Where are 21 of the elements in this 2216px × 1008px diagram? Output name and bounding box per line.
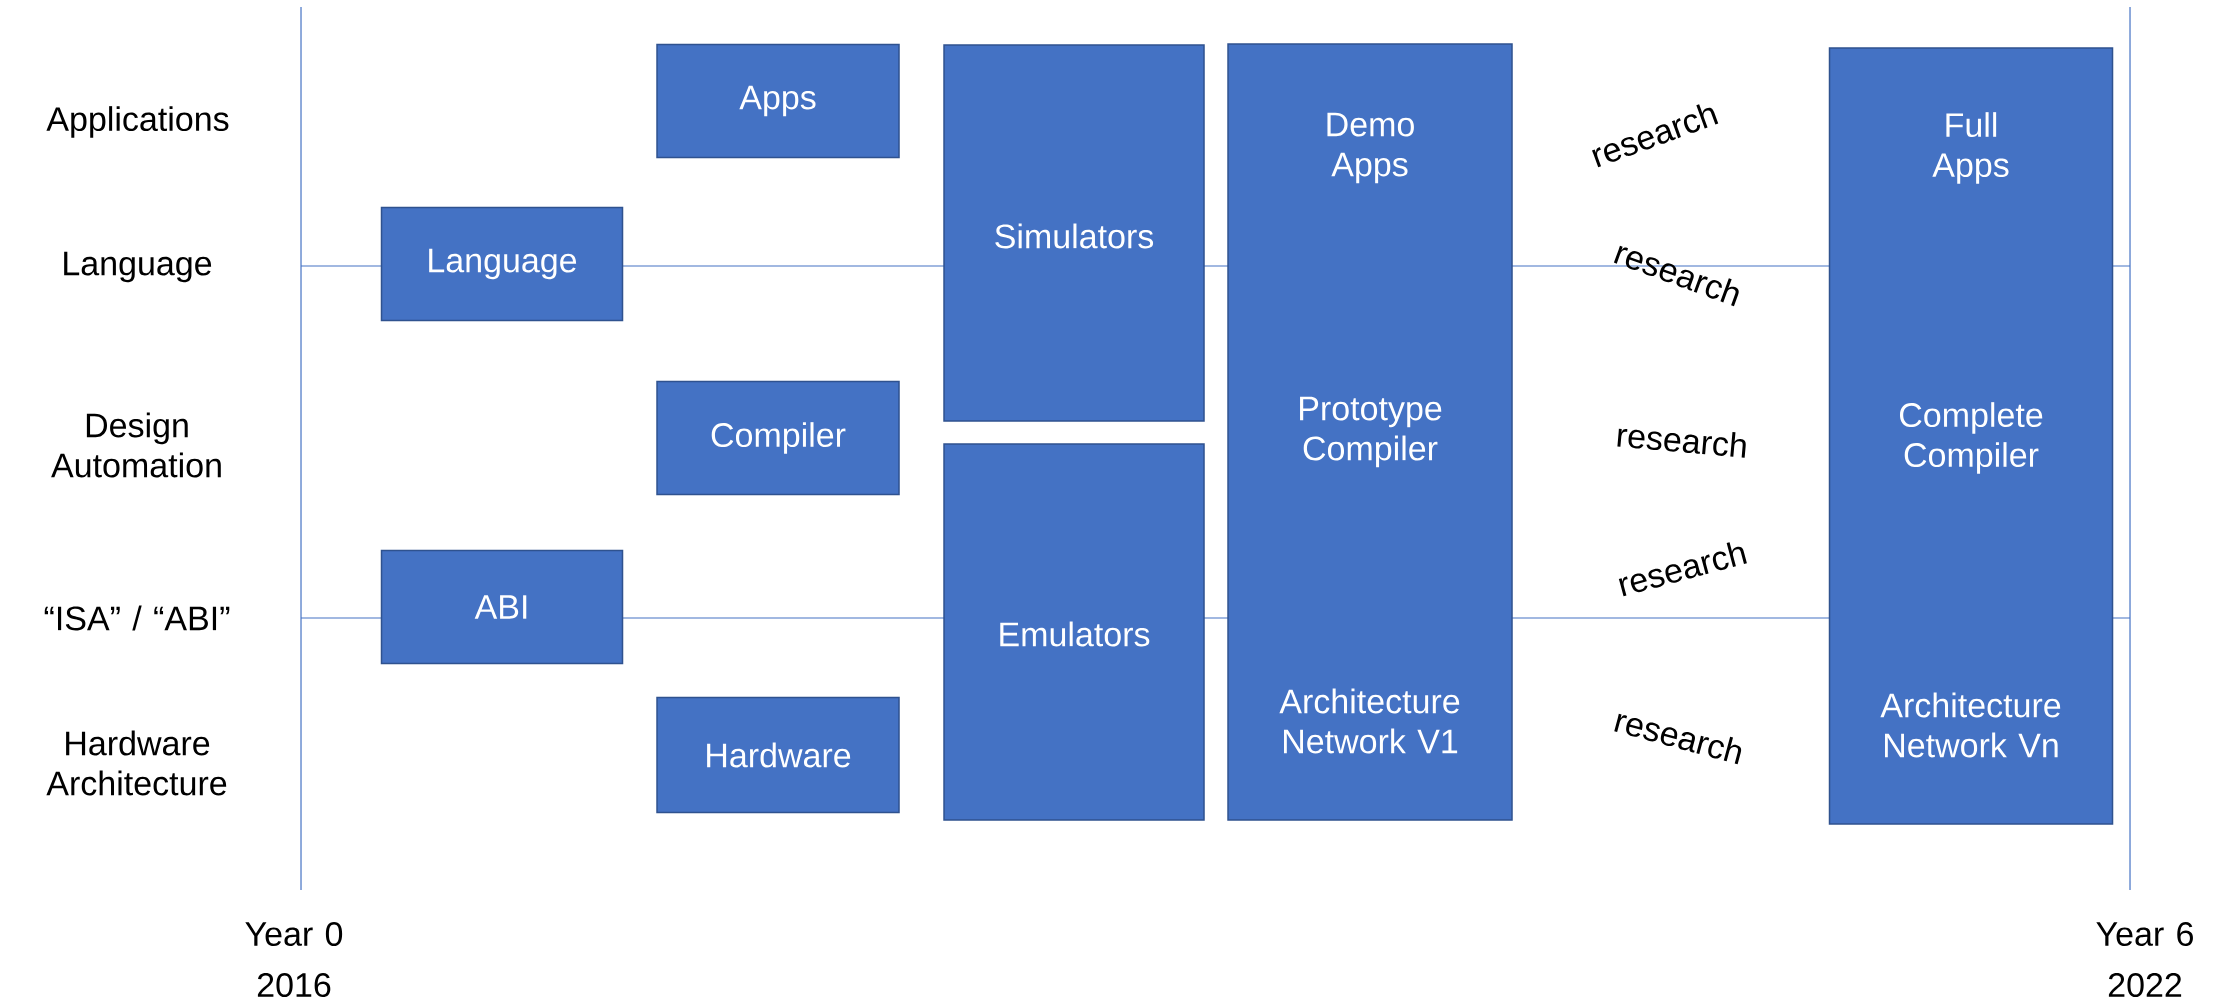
process-box: ABI [380,549,624,665]
process-box: Simulators [943,44,1205,422]
process-box: Demo Apps Prototype Compiler Architecture Network V1 [1227,43,1513,821]
row-label: “ISA” / “ABI” [44,605,230,631]
process-box: Emulators [943,443,1205,821]
process-box: Hardware [656,696,900,814]
row-label: Language [64,251,212,283]
process-box: Language [380,206,624,322]
year-label: Year 6 [2096,921,2193,947]
annotation: research [1614,713,1742,765]
year-label: 2022 [2108,972,2182,998]
process-box: Apps [656,43,900,159]
year-label: 2016 [257,972,331,998]
year-label: Year 0 [245,921,343,947]
annotation: research [1617,428,1746,458]
row-label: Applications [46,106,229,138]
process-box: Compiler [656,380,900,496]
row-label: Hardware Architecture [46,730,227,796]
annotation: research [1618,542,1747,597]
process-box: Full Apps Complete Compiler Architecture Network Vn [1828,47,2114,825]
row-label: Design Automation [51,412,221,478]
